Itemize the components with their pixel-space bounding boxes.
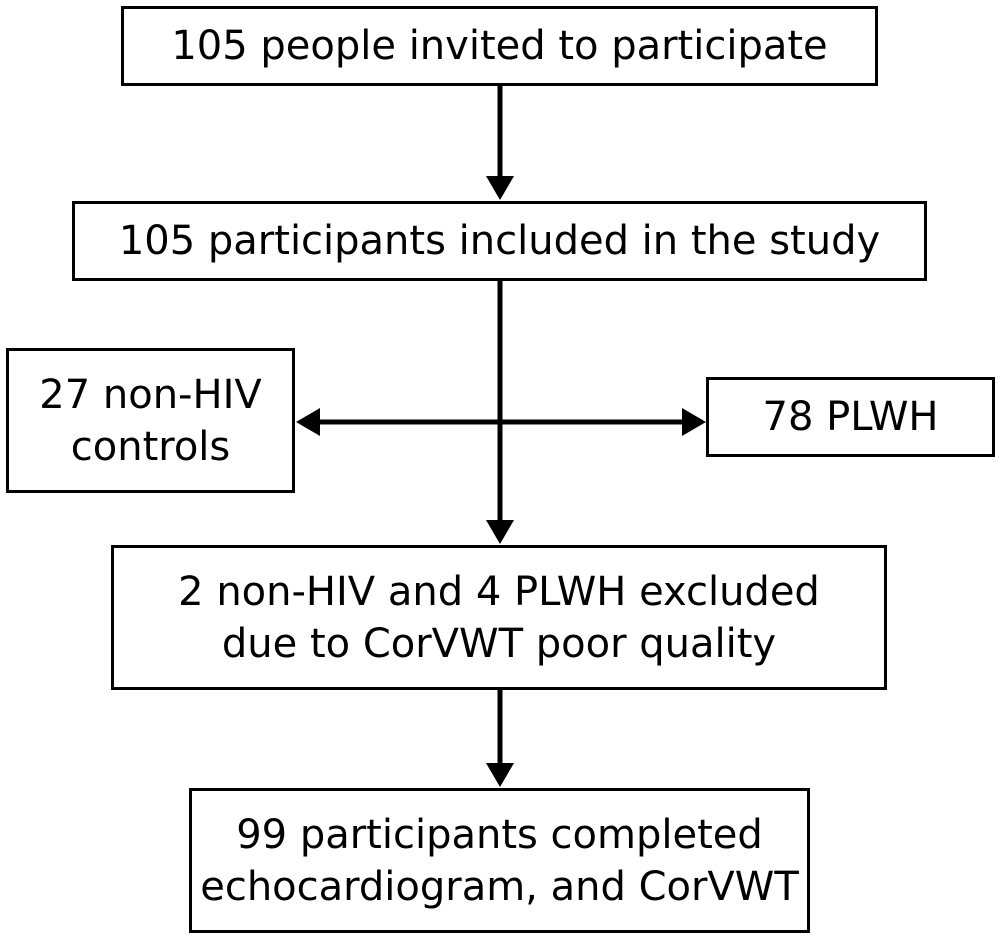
arrow-split-to-plwh <box>500 408 706 436</box>
box-non-hiv-controls: 27 non-HIV controls <box>6 348 295 493</box>
box-non-hiv-controls-line-2: controls <box>70 423 231 470</box>
box-participants-completed-line-1: 99 participants completed <box>236 811 763 858</box>
box-excluded-line-2: due to CorVWT poor quality <box>221 620 777 667</box>
box-non-hiv-controls-line-1: 27 non-HIV <box>39 371 262 418</box>
box-participants-included-text: 105 participants included in the study <box>118 218 881 264</box>
box-excluded-line-1: 2 non-HIV and 4 PLWH excluded <box>178 568 820 615</box>
box-participants-completed-line-2: echocardiogram, and CorVWT <box>200 863 799 910</box>
box-participants-included: 105 participants included in the study <box>72 201 927 281</box>
box-people-invited: 105 people invited to participate <box>121 6 878 86</box>
box-plwh-text: 78 PLWH <box>762 394 939 440</box>
arrow-invited-to-included <box>486 86 514 200</box>
arrow-included-to-excluded <box>486 281 514 544</box>
box-plwh: 78 PLWH <box>706 377 995 457</box>
box-excluded: 2 non-HIV and 4 PLWH excluded due to Cor… <box>111 545 887 690</box>
box-participants-completed: 99 participants completed echocardiogram… <box>189 788 810 933</box>
arrow-excluded-to-completed <box>486 690 514 787</box>
arrow-split-to-controls <box>296 408 500 436</box>
box-people-invited-text: 105 people invited to participate <box>171 23 828 69</box>
